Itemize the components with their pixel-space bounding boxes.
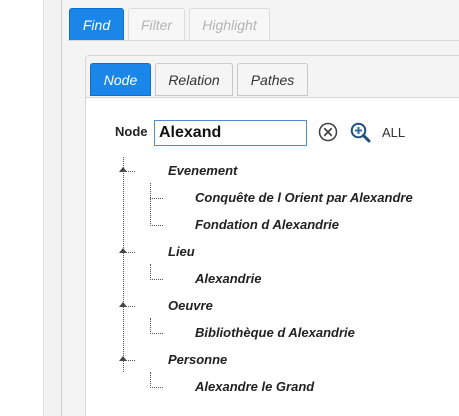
tree-item-fondation[interactable]: Fondation d Alexandrie bbox=[195, 217, 339, 232]
tab-node-label: Node bbox=[103, 71, 138, 88]
zoom-in-icon[interactable] bbox=[349, 121, 371, 143]
tree-connector bbox=[150, 279, 163, 280]
tree-item-alexandrie[interactable]: Alexandrie bbox=[195, 271, 262, 286]
tab-node[interactable]: Node bbox=[90, 63, 151, 96]
tree-connector bbox=[150, 198, 163, 199]
tree-trunk-line bbox=[123, 157, 124, 372]
left-pane bbox=[0, 0, 43, 416]
select-all-link[interactable]: ALL bbox=[382, 125, 406, 140]
expand-oeuvre-icon[interactable] bbox=[119, 302, 127, 307]
tab-pathes-label: Pathes bbox=[250, 71, 295, 88]
expand-personne-icon[interactable] bbox=[119, 356, 127, 361]
tree-category-evenement[interactable]: Evenement bbox=[168, 163, 238, 178]
tree-branch-line bbox=[150, 264, 151, 280]
node-search-label: Node bbox=[115, 124, 148, 139]
tab-highlight-label: Highlight bbox=[202, 16, 257, 33]
tabs-divider bbox=[68, 40, 459, 41]
tree-item-conquete[interactable]: Conquête de l Orient par Alexandre bbox=[195, 190, 413, 205]
tree-branch-line bbox=[150, 183, 151, 226]
expand-lieu-icon[interactable] bbox=[119, 248, 127, 253]
splitter[interactable] bbox=[43, 0, 61, 416]
node-find-box: Node Relation Pathes Node ALL bbox=[85, 55, 459, 416]
tree-connector bbox=[150, 387, 163, 388]
tab-filter[interactable]: Filter bbox=[128, 8, 185, 41]
find-panel: Find Filter Highlight Node Relation Path… bbox=[61, 0, 459, 416]
tree-connector bbox=[150, 225, 163, 226]
tree-branch-line bbox=[150, 318, 151, 334]
tree-connector bbox=[123, 252, 135, 253]
tree-item-alexandre-le-grand[interactable]: Alexandre le Grand bbox=[195, 379, 315, 394]
tab-find-label: Find bbox=[82, 16, 111, 33]
node-search-input[interactable] bbox=[154, 120, 307, 146]
tree-category-personne[interactable]: Personne bbox=[168, 352, 228, 367]
circle-x-icon[interactable] bbox=[317, 121, 339, 143]
tree-connector bbox=[123, 360, 135, 361]
tree-item-bibliotheque[interactable]: Bibliothèque d Alexandrie bbox=[195, 325, 355, 340]
tab-pathes[interactable]: Pathes bbox=[237, 63, 308, 96]
tree-connector bbox=[150, 333, 163, 334]
tab-relation[interactable]: Relation bbox=[155, 63, 233, 96]
tree-connector bbox=[123, 306, 135, 307]
tree-category-oeuvre[interactable]: Oeuvre bbox=[168, 298, 213, 313]
tab-filter-label: Filter bbox=[140, 16, 173, 33]
tab-relation-label: Relation bbox=[168, 71, 220, 88]
tree-branch-line bbox=[150, 372, 151, 388]
tab-find[interactable]: Find bbox=[69, 8, 124, 41]
tab-highlight[interactable]: Highlight bbox=[189, 8, 270, 41]
tree-connector bbox=[123, 171, 135, 172]
tree-category-lieu[interactable]: Lieu bbox=[168, 244, 195, 259]
expand-evenement-icon[interactable] bbox=[119, 167, 127, 172]
